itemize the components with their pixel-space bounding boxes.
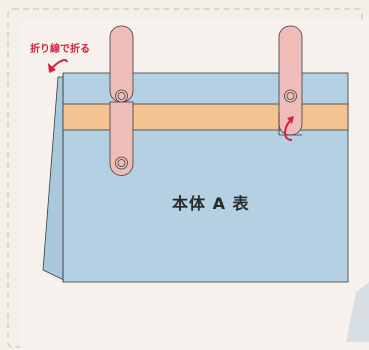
fold-instruction-label: 折り線で折る: [30, 44, 90, 55]
left-strap-lower: [109, 101, 134, 176]
body-a-front-label: 本体 A 表: [172, 194, 250, 213]
right-snap: [284, 89, 297, 103]
decorative-corner: [346, 282, 369, 342]
left-snap-bottom: [115, 156, 128, 170]
horizontal-band: [62, 103, 349, 131]
bag-diagram: [42, 25, 369, 342]
left-snap-top: [115, 89, 128, 103]
fold-arrow-icon: [48, 58, 68, 73]
fold-up-arrow-icon: [284, 116, 294, 141]
